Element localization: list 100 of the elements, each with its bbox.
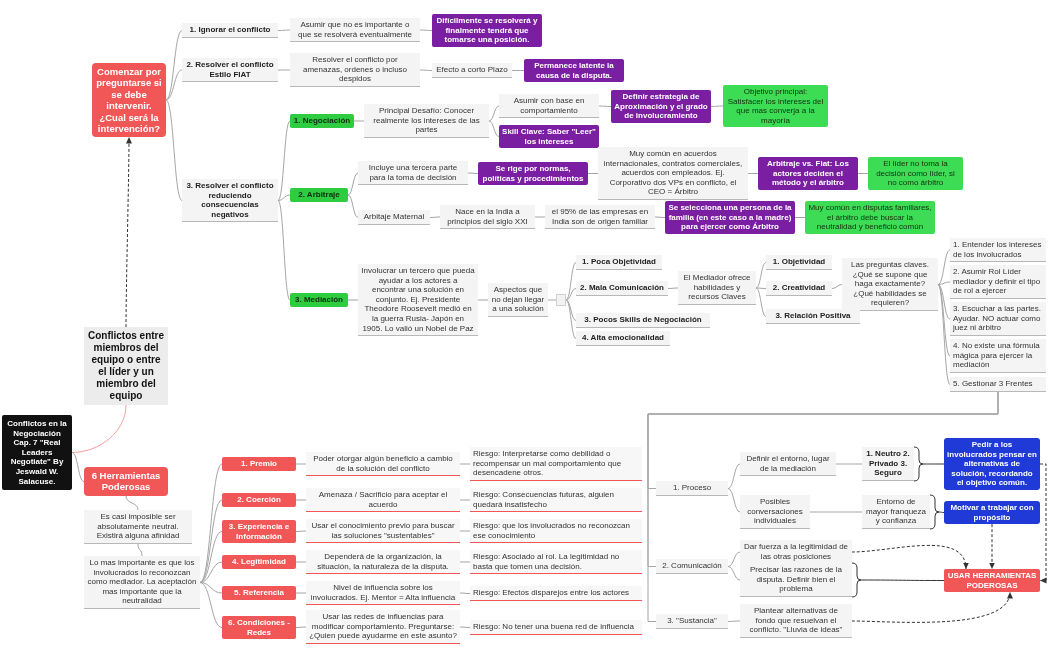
connector-line [937, 284, 951, 320]
highlight-box: USAR HERRAMIENTAS PODEROSAS [944, 569, 1040, 593]
highlight-box: Skill Clave: Saber "Leer" los intereses [499, 125, 599, 149]
connector-line [295, 626, 307, 628]
connector-line [295, 530, 307, 532]
connector-line [165, 30, 183, 101]
connector-line [295, 499, 307, 501]
connector-line [137, 543, 143, 557]
connector-line [727, 620, 741, 622]
topic-box: Las preguntas claves. ¿Qué se supone que haga exactamente? ¿Qué habilidades se requieren? [842, 258, 938, 311]
topic-box: 1. Ignorar el conflicto [182, 23, 278, 38]
topic-box: Precisar las razones de la disputa. Definir bien el problema [740, 563, 852, 597]
topic-box: 4. Alta emocionalidad [576, 331, 670, 346]
highlight-box: Permanece latente la causa de la disputa. [524, 59, 624, 83]
topic-box: Definir el entorno, lugar de la mediación [740, 452, 836, 477]
topic-box: 1. Objetividad [766, 255, 832, 270]
topic-box: 4. No existe una fórmula mágica para ejercer la mediación [950, 339, 1046, 373]
connector-line [747, 173, 759, 174]
connector-line [488, 120, 500, 137]
topic-box: Amenaza / Sacrificio para aceptar el acuerdo [306, 488, 460, 513]
connector-line [277, 69, 291, 71]
topic-box: Arbitaje Maternal [358, 210, 430, 225]
connector-line [565, 299, 577, 321]
topic-box: 3. "Sustancia" [656, 614, 728, 629]
connector-line [459, 561, 471, 563]
topic-box: Riesgo: No tener una buena red de influencia [470, 620, 642, 635]
topic-box: 1. Entender los intereses de los involucrados [950, 238, 1046, 263]
bracket-connector [913, 446, 945, 482]
connector-line [295, 463, 307, 465]
connector-line [125, 495, 139, 511]
connector-line [809, 511, 863, 513]
connector-line [727, 566, 741, 581]
highlight-box: Arbitraje vs. Fiat: Los actores deciden el método y el árbitro [758, 157, 858, 190]
topic-box: Incluye una tercera parte para la toma de decisión [358, 161, 468, 186]
connector-line [459, 530, 471, 532]
connector-line [347, 194, 359, 218]
connector-line [71, 452, 85, 482]
topic-box: Riesgo: que los involucrados no reconozcan ese conocimiento [470, 519, 642, 544]
highlight-box: Motivar a trabajar con propósito [944, 501, 1040, 525]
topic-box: Dependerá de la organización, la situación, la naturaleza de la disputa. [306, 550, 460, 575]
dashed-arrow [1039, 463, 1047, 584]
connector-line [199, 463, 223, 583]
highlight-box: 6. Condiciones - Redes [222, 616, 296, 640]
connector-line [419, 69, 433, 71]
connector-line [353, 120, 365, 122]
connector-line [295, 561, 307, 563]
bracket-connector [929, 494, 945, 530]
dashed-arrow [851, 591, 1012, 623]
connector-line [857, 173, 869, 174]
topic-box: 2. Creatividad [766, 281, 832, 296]
highlight-box: 4. Legitimidad [222, 555, 296, 569]
topic-box: 2. Comunicación [656, 559, 728, 574]
highlight-box: Comenzar por preguntarse si se debe intervenir. ¿Cual será la intervención? [92, 63, 166, 138]
dashed-arrow [851, 545, 968, 570]
connector-line [467, 172, 479, 174]
connector-line [794, 217, 806, 218]
topic-box: Dar fuerza a la legitimidad de las otras posiciones [740, 540, 852, 565]
connector-line [667, 287, 679, 289]
highlight-box: 1. Negociación [290, 114, 354, 128]
connector-line [419, 29, 433, 31]
highlight-box: 5. Referencia [222, 586, 296, 600]
topic-box: Principal Desafío: Conocer realmente los intereses de las partes [364, 104, 489, 138]
topic-box: Plantear alternativas de fondo que resuelvan el conflicto. "Lluvia de ideas" [740, 604, 852, 638]
connector-line [429, 216, 441, 218]
connector-line [654, 216, 666, 218]
topic-box: Riesgo: Interpretarse como debilidad o recompensar un mal comportamiento que desencadene otros. [470, 447, 642, 481]
connector-line [295, 592, 307, 594]
connector-line [277, 194, 291, 201]
connector-line [547, 299, 557, 301]
connector-line [598, 105, 612, 107]
topic-box: Riesgo: Efectos disparejos entre los actores [470, 586, 642, 601]
highlight-box: 1. Premio [222, 457, 296, 471]
topic-box: Usar las redes de influencias para modificar comportamiento. Preguntarse: ¿Quien puede ayudarme en este asunto? [306, 610, 460, 644]
dashed-arrow [989, 523, 995, 570]
topic-box: El Mediador ofrece habilidades y recursos Claves [678, 271, 756, 305]
connector-line [277, 120, 291, 201]
highlight-box: Definir estrategia de Aproximación y el grado de involucramiento [611, 90, 711, 123]
topic-box: Conflictos entre miembros del equipo o entre el líder y un miembro del equipo [84, 327, 168, 405]
connector-line [755, 262, 767, 289]
topic-box: Entorno de mayor franqueza y confianza [862, 495, 930, 529]
topic-box: Posibles conversaciones individuales [740, 495, 810, 529]
topic-box: Usar el conocimiento previo para buscar las soluciones "sustentables" [306, 519, 460, 544]
highlight-box: 2. Coerción [222, 493, 296, 507]
connector-line [488, 105, 500, 122]
topic-box: 5. Gestionar 3 Frentes [950, 377, 1046, 392]
connector-line [199, 582, 223, 628]
topic-box: Riesgo: Asociado al rol. La legitimidad no basta que tomen una decisión. [470, 550, 642, 575]
connector-line [459, 463, 471, 465]
topic-box: Aspectos que no dejan llegar a una solución [488, 283, 548, 317]
topic-box: Efecto a corto Plazo [432, 63, 512, 78]
connector-line [199, 531, 223, 583]
topic-box: Riesgo: Consecuencias futuras, alguien quedará insatisfecho [470, 488, 642, 513]
highlight-box: 3. Experiencia e Información [222, 520, 296, 544]
dashed-arrow [125, 136, 132, 328]
connector-line [347, 172, 359, 196]
connector-line [587, 173, 599, 174]
connector-line [347, 299, 359, 301]
highlight-box: Muy común en disputas familiares, el árbitro debe buscar la neutralidad y beneficio común [805, 201, 935, 234]
highlight-box: Pedir a los involucrados pensar en alternativas de solución, recordando el objetivo común. [944, 438, 1040, 490]
topic-box: 1. Neutro 2. Privado 3. Seguro [862, 447, 914, 481]
